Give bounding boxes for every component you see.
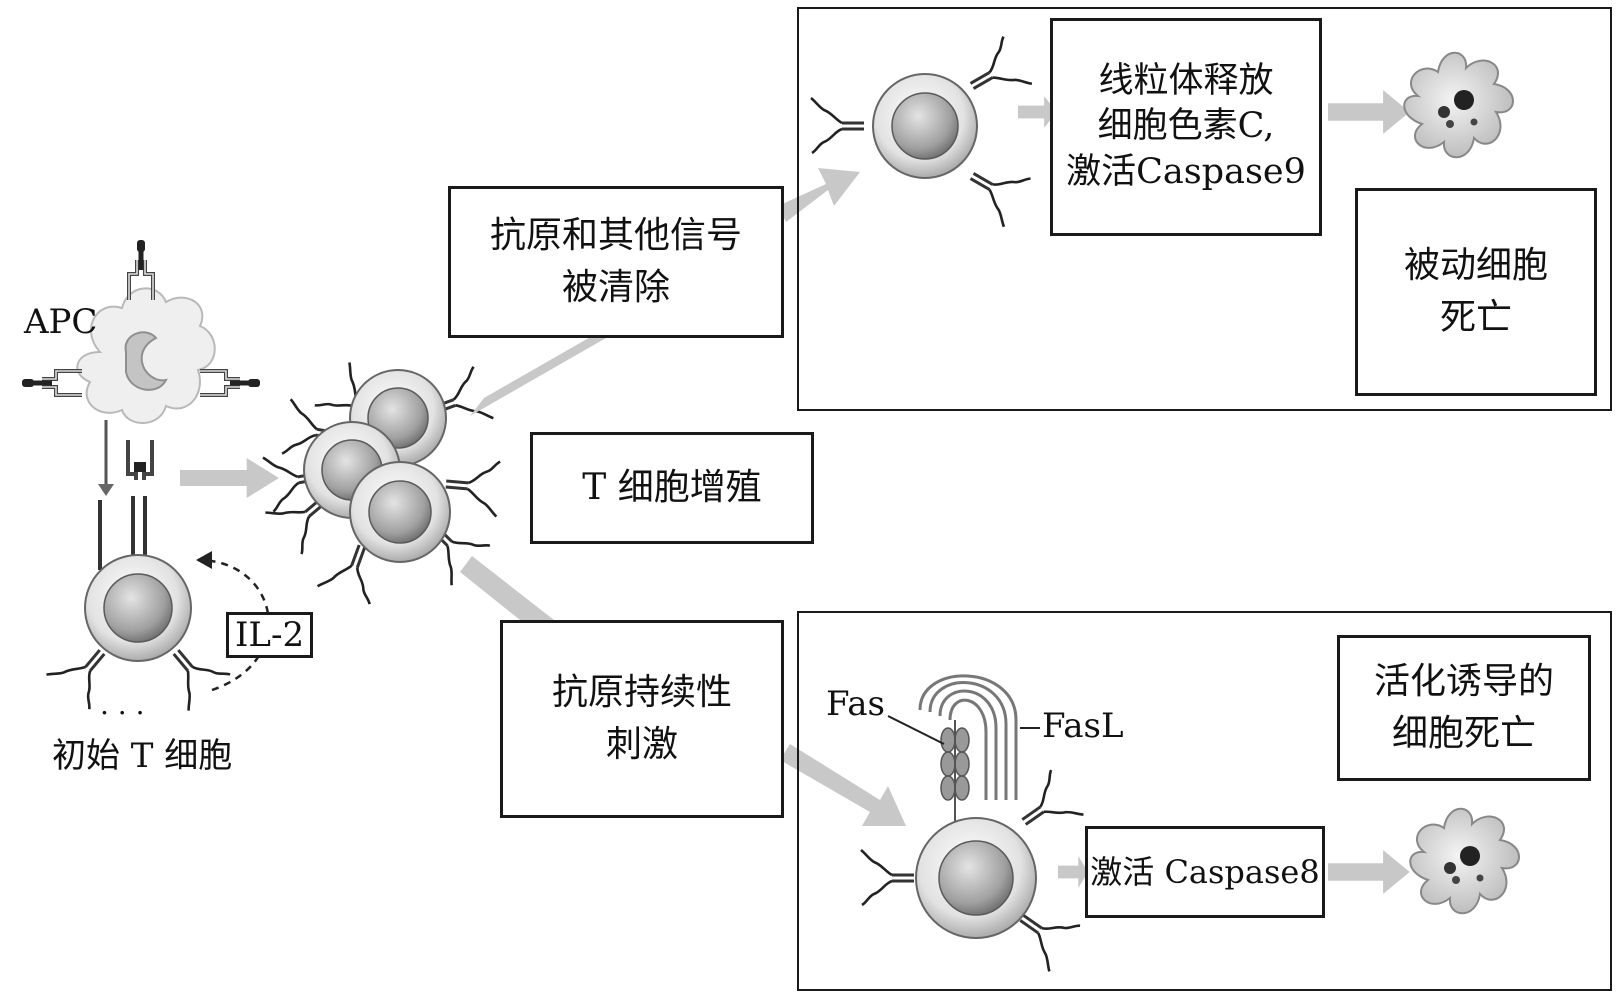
- naive-t-cell-label: 初始 T 细胞: [52, 736, 233, 776]
- apc-mhc-right: [200, 371, 260, 395]
- antigen-persistent-box: 抗原持续性刺激: [500, 620, 784, 818]
- arrow-to-bottom-t-cell: [780, 744, 906, 826]
- t-proliferation-box: T 细胞增殖: [530, 432, 814, 544]
- naive-t-cell: [84, 554, 192, 662]
- passive-death-box: 被动细胞死亡: [1355, 188, 1597, 396]
- apc-cell: [76, 287, 216, 424]
- il2-label: IL-2: [226, 612, 314, 658]
- arrow-to-persistent: [460, 556, 554, 636]
- activation-induced-death-panel: [797, 611, 1612, 991]
- il2-feedback-arrow: [197, 558, 270, 692]
- proliferating-t-cell: [349, 461, 451, 563]
- apc-mhc-left: [22, 371, 82, 395]
- cluster-receptor: [442, 455, 503, 519]
- apc-mhc-bottom: [98, 420, 154, 496]
- passive-death-panel: [797, 7, 1612, 411]
- mito-release-box: 线粒体释放细胞色素C,激活Caspase9: [1050, 18, 1322, 236]
- arrow-to-proliferation: [180, 458, 279, 498]
- fas-receptor: [940, 720, 970, 830]
- fasl-label: FasL: [1042, 706, 1124, 746]
- apc-label: APC: [24, 302, 98, 342]
- ellipsis-label: . . .: [100, 688, 145, 721]
- tcr-pair: [98, 496, 147, 570]
- bottom-t-cell: [915, 817, 1037, 939]
- activate-caspase8-box: 激活 Caspase8: [1085, 826, 1325, 918]
- antigen-cleared-box: 抗原和其他信号被清除: [448, 186, 784, 338]
- arrow-to-clearance: [470, 320, 620, 416]
- fasl-ligand: [918, 674, 1018, 800]
- fas-pointer: [887, 715, 945, 745]
- activation-induced-death-box: 活化诱导的细胞死亡: [1337, 635, 1591, 781]
- top-t-cell: [872, 73, 978, 179]
- fas-label: Fas: [826, 684, 886, 724]
- il2-arrowhead: [196, 551, 212, 569]
